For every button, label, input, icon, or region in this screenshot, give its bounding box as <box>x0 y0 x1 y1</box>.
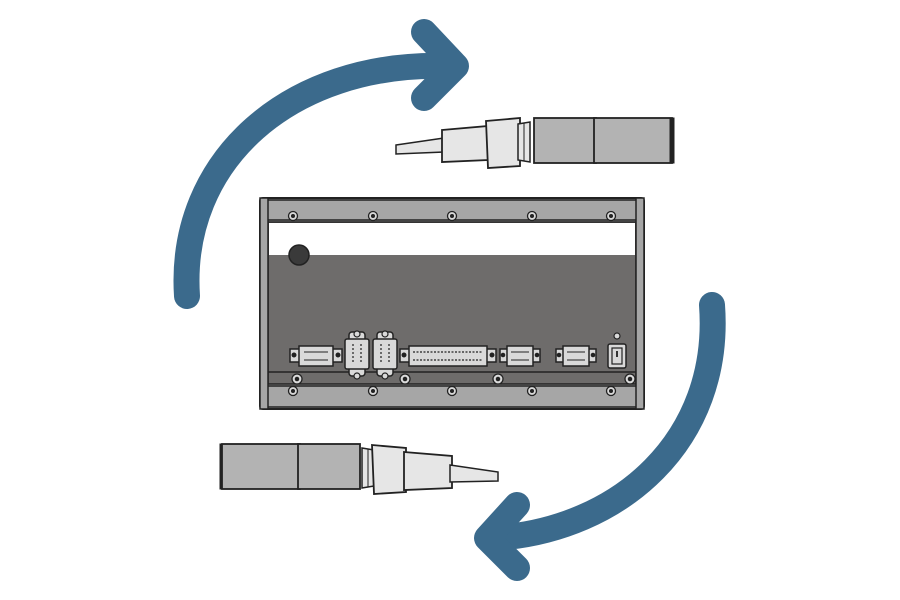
screw-row-bottom <box>287 385 617 397</box>
power-switch <box>607 332 627 369</box>
screw <box>624 373 636 385</box>
screw <box>287 210 299 222</box>
screw <box>446 385 458 397</box>
sensor-tool-top <box>395 117 675 169</box>
screw <box>287 385 299 397</box>
rotation-arrow-bottom-right <box>474 292 726 581</box>
vga-connector-2 <box>372 330 398 380</box>
rotation-arrow-top-left <box>173 19 469 309</box>
screw <box>492 373 504 385</box>
serial-connector-2 <box>499 345 541 367</box>
screw <box>446 210 458 222</box>
screw <box>367 385 379 397</box>
sensor-tool-bottom <box>219 443 499 495</box>
serial-connector-3 <box>555 345 597 367</box>
screw <box>526 385 538 397</box>
status-indicator-dot <box>288 244 310 266</box>
screw <box>605 210 617 222</box>
connector-strip-screws <box>291 373 636 385</box>
screw <box>526 210 538 222</box>
serial-connector-1 <box>289 345 343 367</box>
screw-row-top <box>287 210 617 222</box>
screw <box>291 373 303 385</box>
screw <box>605 385 617 397</box>
controller-unit-rear-panel <box>259 197 645 410</box>
screw <box>367 210 379 222</box>
terminal-block-connector <box>399 345 497 367</box>
screw <box>399 373 411 385</box>
vga-connector-1 <box>344 330 370 380</box>
